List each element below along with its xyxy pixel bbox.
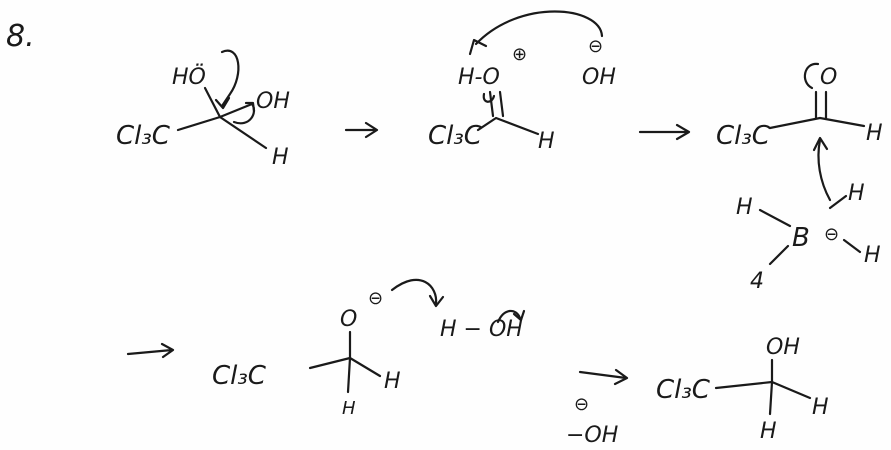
trichloromethyl-group: Cl₃C <box>116 121 171 151</box>
alcohol-product: OH Cl₃C H H <box>656 335 829 444</box>
electron-arrow <box>482 92 496 103</box>
alkoxide-oxygen: O <box>340 307 357 332</box>
reaction-arrow-2 <box>638 123 691 141</box>
leaving-arrowhead <box>244 101 256 113</box>
proton-grab-arrow <box>390 278 438 306</box>
hydrogen-right: H <box>864 243 881 268</box>
hydrogen-right: H <box>812 395 829 420</box>
bond-b-h3 <box>842 238 862 254</box>
bond-c-skeleton <box>308 356 382 378</box>
reaction-arrow-3 <box>126 342 175 359</box>
hydrogen: H <box>538 129 555 154</box>
hydrogen-right: H <box>384 369 401 394</box>
bond-b-h2 <box>828 194 848 210</box>
double-bond-c-o <box>814 90 828 120</box>
hydride-arrowhead <box>812 136 829 152</box>
bond-b-h4 <box>768 244 790 266</box>
hydroxide-ion: OH <box>582 65 616 90</box>
bond-c-skeleton <box>476 116 540 136</box>
hydrogen: H <box>272 145 289 170</box>
hydroxide-byproduct: ⊖ −OH <box>566 394 618 448</box>
proton-grab-arrowhead <box>428 294 445 308</box>
water-molecule: H − OH <box>440 317 523 342</box>
hydrogen-bottom-left: 4 <box>750 269 764 294</box>
trichloromethyl-group: Cl₃C <box>212 361 267 391</box>
hydrogen-bottom: H <box>760 419 777 444</box>
borohydride: H H B ⊖ H 4 <box>736 136 881 294</box>
o-h-cleavage-arrowhead <box>512 309 526 322</box>
hydrogen-top-left: H <box>736 195 753 220</box>
negative-charge: ⊖ <box>574 394 589 415</box>
negative-charge: ⊖ <box>368 288 383 309</box>
aldehyde: O Cl₃C H <box>716 62 883 151</box>
hydroxide-ion: −OH <box>566 423 618 448</box>
reaction-arrow-4 <box>578 368 629 386</box>
bond-c-ccl3 <box>176 115 222 132</box>
negative-charge: ⊖ <box>824 224 839 245</box>
double-bond-c-o <box>488 90 505 118</box>
hydroxide-charge: ⊖ <box>588 36 603 57</box>
boron-atom: B <box>792 223 810 253</box>
alkoxide: O ⊖ H − OH Cl₃C H H <box>212 278 526 419</box>
carbonyl-c <box>803 62 820 90</box>
bond-c-h <box>346 356 352 394</box>
protonated-oxygen: H-O <box>458 65 500 90</box>
trichloromethyl-group: Cl₃C <box>428 121 483 151</box>
bond-c-h <box>218 115 268 150</box>
hydride-arrow <box>817 138 832 202</box>
bond-c-h <box>768 380 774 416</box>
bond-b-h1 <box>758 208 792 228</box>
proton-transfer-arrowhead <box>468 38 488 56</box>
hydrogen-top-right: H <box>848 181 865 206</box>
trichloromethyl-group: Cl₃C <box>656 375 711 405</box>
oxonium-intermediate: H-O ⊕ ⊖ OH Cl₃C H <box>428 10 616 154</box>
bond-c-skeleton <box>768 116 866 130</box>
bond-c-skeleton <box>714 380 812 400</box>
o-h-cleavage-arrow <box>496 309 522 324</box>
hydrogen-bottom: H <box>342 398 356 419</box>
lone-pair-arrowhead <box>214 96 231 110</box>
hydroxyl-o-lone-pair: HÖ <box>172 64 206 90</box>
reaction-arrow-1 <box>344 121 379 139</box>
bond-c-o <box>203 86 222 119</box>
hydroxyl-group: OH <box>256 89 290 114</box>
gem-diol: HÖ OH Cl₃C H <box>116 49 290 170</box>
hydrogen: H <box>866 121 883 146</box>
trichloromethyl-group: Cl₃C <box>716 121 771 151</box>
hydroxyl-group: OH <box>766 335 800 360</box>
problem-number: 8. <box>6 19 35 54</box>
carbonyl-oxygen: O <box>820 65 837 90</box>
bond-c-oh <box>218 102 254 119</box>
lone-pair-arrow <box>220 49 240 108</box>
proton-transfer-arrow <box>474 10 604 46</box>
positive-charge: ⊕ <box>512 44 527 65</box>
